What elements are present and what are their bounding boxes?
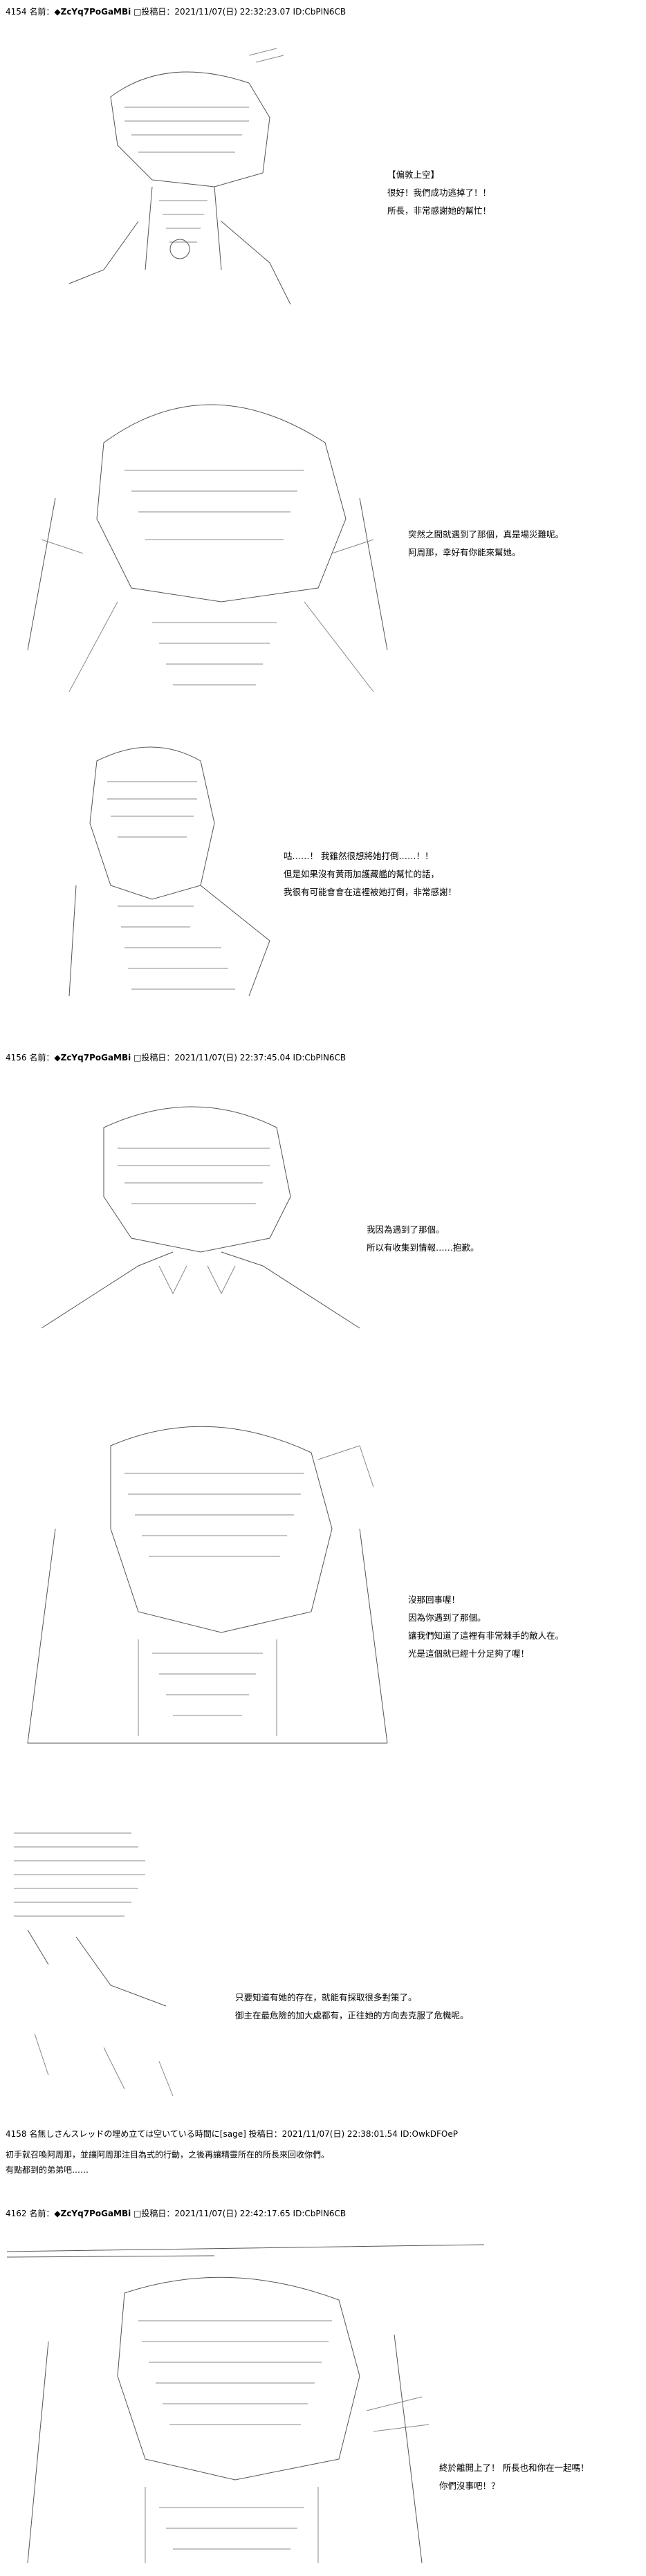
dialogue-line: 御主在最危險的加大處都有，正往她的方向去克服了危機呢。 — [235, 2010, 469, 2021]
dialogue-line: 因為你遇到了那個。 — [408, 1612, 486, 1623]
body-line: 有點都到的弟弟吧…… — [6, 2165, 89, 2175]
dialogue-line: 你們沒事吧！？ — [439, 2481, 500, 2491]
post-date: 投稿日：2021/11/07(日) 22:38:01.54 ID:OwkDFOe… — [248, 2129, 458, 2139]
post-number: 4162 — [6, 2209, 27, 2218]
id-box-icon: □ — [133, 1053, 142, 1062]
body-line: 初手就召喚阿周那，並讓阿周那注目為式的行動，之後再讓精靈所在的所長來回收你們。 — [6, 2150, 330, 2160]
post-number: 4158 — [6, 2129, 27, 2139]
dialogue-block: 終於離開上了！ 所長也和你在一起嗎！ 你們沒事吧！？ — [439, 2459, 589, 2495]
post-header: 4158 名無しさんスレッドの埋め立ては空いている時間に[sage] 投稿日：2… — [6, 2129, 458, 2140]
dialogue-block: 只要知道有她的存在，就能有採取很多對策了。 御主在最危險的加大處都有，正往她的方… — [235, 1989, 469, 2025]
ascii-art-character — [41, 733, 290, 1010]
dialogue-block: 咕……！ 我雖然很想將她打倒……！！ 但是如果沒有黃雨加護藏艦的幫忙的話， 我很… — [284, 847, 456, 901]
post-date: 投稿日：2021/11/07(日) 22:37:45.04 ID:CbPlN6C… — [141, 1053, 347, 1062]
post-number: 4154 — [6, 7, 27, 17]
poster-trip[interactable]: ◆ZcYq7PoGaMBi — [54, 2209, 131, 2218]
dialogue-block: 我因為遇到了那個。 所以有收集到情報……抱歉。 — [367, 1221, 479, 1257]
dialogue-line: 但是如果沒有黃雨加護藏艦的幫忙的話， — [284, 869, 440, 879]
ascii-art-character — [41, 42, 332, 332]
dialogue-line: 咕……！ 我雖然很想將她打倒……！！ — [284, 851, 434, 861]
ascii-art-character — [14, 360, 401, 719]
poster-trip[interactable]: ◆ZcYq7PoGaMBi — [54, 7, 131, 17]
dialogue-line: 只要知道有她的存在，就能有採取很多對策了。 — [235, 1992, 417, 2003]
dialogue-line: 突然之間就遇到了那個，真是場災難呢。 — [408, 529, 564, 540]
post-header: 4154 名前：◆ZcYq7PoGaMBi □投稿日：2021/11/07(日)… — [6, 7, 346, 17]
poster-trip[interactable]: ◆ZcYq7PoGaMBi — [54, 1053, 131, 1062]
ascii-art-character — [7, 2238, 491, 2570]
id-box-icon: □ — [133, 2209, 142, 2218]
name-label: 名前： — [29, 7, 55, 17]
name-label: 名無しさん — [29, 2129, 71, 2139]
dialogue-line: 沒那回事喔！ — [408, 1594, 461, 1605]
dialogue-line: 讓我們知道了這裡有非常棘手的敵人在。 — [408, 1630, 564, 1641]
post-date: 投稿日：2021/11/07(日) 22:32:23.07 ID:CbPlN6C… — [141, 7, 347, 17]
dialogue-line: 【偏敦上空】 — [387, 169, 440, 180]
ascii-art-character — [7, 1826, 201, 2117]
post-number: 4156 — [6, 1053, 27, 1062]
name-label: 名前： — [29, 1053, 55, 1062]
poster-subject: スレッドの埋め立ては空いている時間に[sage] — [71, 2129, 246, 2139]
id-box-icon: □ — [133, 7, 142, 17]
dialogue-block: 突然之間就遇到了那個，真是場災難呢。 阿周那，幸好有你能來幫她。 — [408, 526, 564, 562]
ascii-art-character — [14, 1086, 373, 1342]
dialogue-line: 阿周那，幸好有你能來幫她。 — [408, 547, 521, 558]
name-label: 名前： — [29, 2209, 55, 2218]
dialogue-line: 終於離開上了！ 所長也和你在一起嗎！ — [439, 2463, 589, 2473]
dialogue-line: 很好！我們成功逃掉了！！ — [387, 187, 492, 198]
dialogue-block: 沒那回事喔！ 因為你遇到了那個。 讓我們知道了這裡有非常棘手的敵人在。 光是這個… — [408, 1591, 564, 1663]
ascii-art-character — [14, 1390, 401, 1757]
dialogue-line: 所長，非常感謝她的幫忙！ — [387, 205, 492, 216]
dialogue-block: 【偏敦上空】 很好！我們成功逃掉了！！ 所長，非常感謝她的幫忙！ — [387, 166, 491, 220]
dialogue-line: 我很有可能會會在這裡被她打倒，非常感謝！ — [284, 887, 457, 897]
post-date: 投稿日：2021/11/07(日) 22:42:17.65 ID:CbPlN6C… — [141, 2209, 347, 2218]
post-header: 4162 名前：◆ZcYq7PoGaMBi □投稿日：2021/11/07(日)… — [6, 2209, 346, 2219]
post-header: 4156 名前：◆ZcYq7PoGaMBi □投稿日：2021/11/07(日)… — [6, 1053, 346, 1063]
dialogue-line: 我因為遇到了那個。 — [367, 1224, 445, 1235]
dialogue-line: 光是這個就已經十分足夠了喔！ — [408, 1648, 530, 1659]
post-body: 初手就召喚阿周那，並讓阿周那注目為式的行動，之後再讓精靈所在的所長來回收你們。 … — [6, 2147, 329, 2178]
dialogue-line: 所以有收集到情報……抱歉。 — [367, 1242, 479, 1253]
